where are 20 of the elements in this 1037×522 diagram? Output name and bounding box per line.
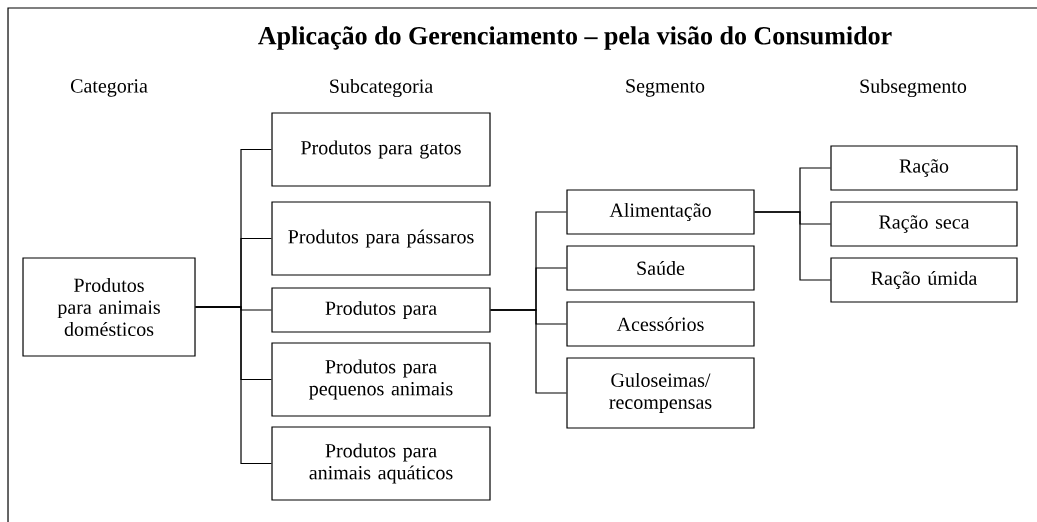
category-box: Saúde [566,245,755,291]
category-box: Produtos para animais aquáticos [271,426,491,501]
category-box: Alimentação [566,189,755,235]
category-box: Ração [830,145,1018,191]
category-box: Ração seca [830,201,1018,247]
column-heading: Segmento [626,79,705,97]
category-box: Guloseimas/ recompensas [566,357,755,429]
category-box: Produtos para pequenos animais [271,342,491,417]
category-box: Produtos para gatos [271,112,491,187]
category-box: Ração úmida [830,257,1018,303]
category-box: Produtos para animais domésticos [22,257,196,357]
connector-line [490,309,567,394]
column-heading: Categoria [70,79,148,97]
category-box: Produtos para pássaros [271,201,491,276]
connector-line [754,211,831,281]
connector-line [195,306,272,465]
category-box: Produtos para [271,287,491,333]
column-heading: Subsegmento [860,78,967,98]
category-box: Acessórios [566,301,755,347]
title: Aplicação do Gerenciamento – pela visão do Consumidor [258,26,892,50]
